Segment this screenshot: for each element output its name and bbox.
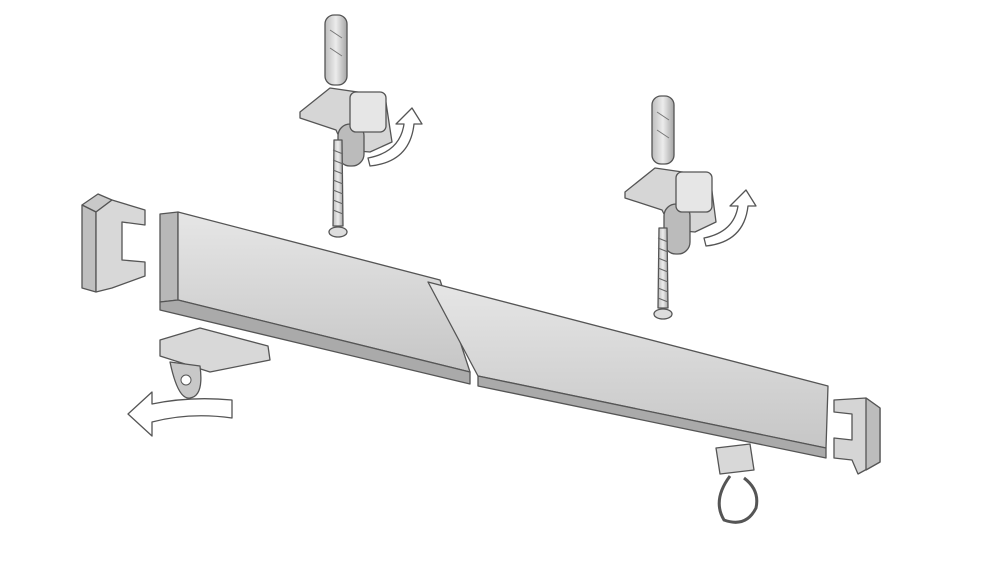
ceiling-bracket-left — [299, 87, 393, 167]
rail-segment-right — [427, 281, 829, 459]
screw-left — [328, 139, 348, 238]
end-cap-left — [81, 193, 146, 293]
screw-right — [653, 227, 673, 320]
glider-left — [159, 327, 271, 399]
wall-anchor-left — [324, 14, 348, 86]
rotate-arrow-icon — [703, 189, 757, 247]
slide-arrow-icon — [127, 391, 233, 437]
rail-segment-left — [159, 211, 471, 385]
ceiling-bracket-right — [624, 167, 717, 255]
wall-anchor-right — [651, 95, 675, 165]
rotate-arrow-icon — [367, 107, 423, 167]
glider-right — [715, 443, 759, 524]
end-cap-right — [833, 397, 881, 475]
